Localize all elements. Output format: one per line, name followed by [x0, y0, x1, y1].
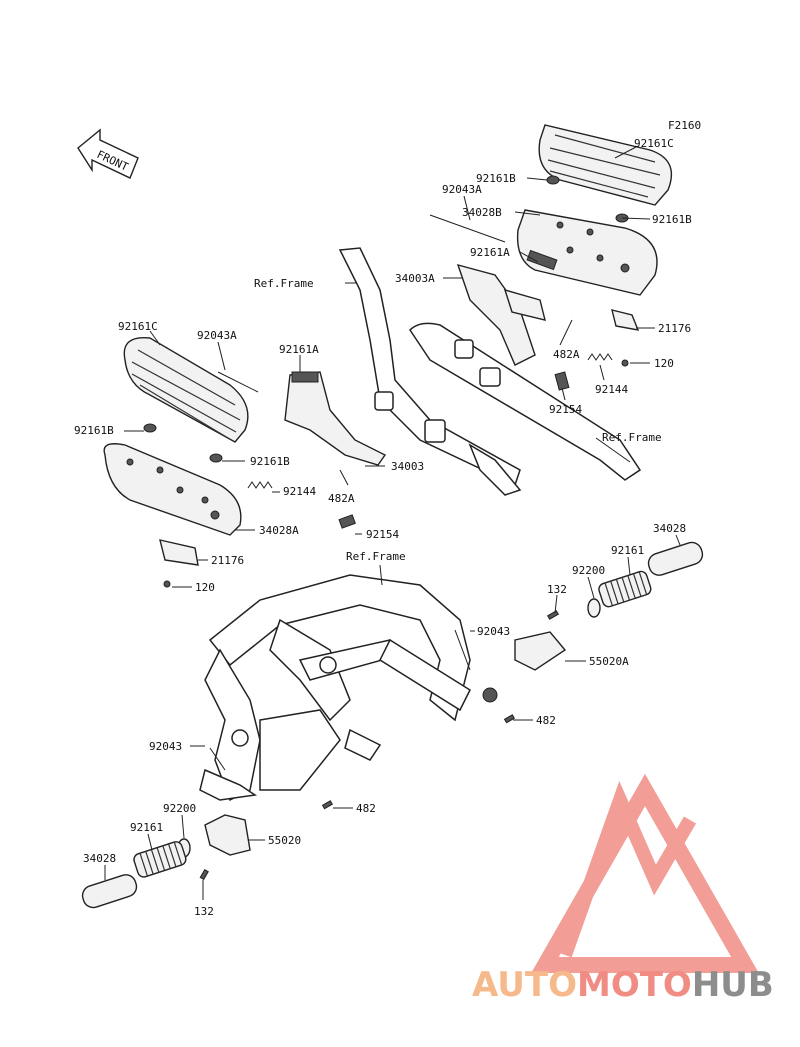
left-floorboard-assembly — [103, 330, 387, 588]
right-footpeg-pin — [647, 541, 704, 576]
label-92161B-left-2: 92161B — [250, 455, 290, 468]
label-482-right: 482 — [536, 714, 556, 727]
left-floorboard-plate — [103, 443, 242, 536]
label-120-right: 120 — [654, 357, 674, 370]
label-55020: 55020 — [268, 834, 301, 847]
label-92161C-left: 92161C — [118, 320, 158, 333]
label-92161-right: 92161 — [611, 544, 644, 557]
watermark-text: AUTOMOTOHUB — [472, 965, 774, 1005]
label-92043A-left: 92043A — [197, 329, 237, 342]
label-92043-right: 92043 — [477, 625, 510, 638]
figure-code: F2160 — [668, 119, 701, 132]
left-footpeg-assembly — [81, 745, 353, 909]
right-floorboard-assembly — [429, 124, 673, 401]
label-34028A: 34028A — [259, 524, 299, 537]
label-132-right: 132 — [547, 583, 567, 596]
label-92200-left: 92200 — [163, 802, 196, 815]
label-92161B-right-2: 92161B — [652, 213, 692, 226]
label-92200-right: 92200 — [572, 564, 605, 577]
label-ref-frame-1: Ref.Frame — [254, 277, 314, 290]
label-55020A: 55020A — [589, 655, 629, 668]
label-92154-left: 92154 — [366, 528, 399, 541]
label-92144-right: 92144 — [595, 383, 628, 396]
right-footpeg-bracket — [514, 631, 567, 671]
label-482A-left: 482A — [328, 492, 355, 505]
right-floorboard-bracket — [456, 263, 536, 366]
right-floorboard-plate — [516, 209, 658, 296]
label-34028B: 34028B — [462, 206, 502, 219]
label-34003A: 34003A — [395, 272, 435, 285]
lower-frame — [199, 564, 471, 802]
label-92144-left: 92144 — [283, 485, 316, 498]
label-92043A-right: 92043A — [442, 183, 482, 196]
label-92161C-right: 92161C — [634, 137, 674, 150]
label-92161B-right-1: 92161B — [476, 172, 516, 185]
watermark-logo — [531, 773, 759, 973]
right-footpeg-assembly — [454, 534, 704, 724]
label-482A-right: 482A — [553, 348, 580, 361]
label-34028-left: 34028 — [83, 852, 116, 865]
label-92154-right: 92154 — [549, 403, 582, 416]
part-labels: 92161C 92161B 92043A 34028B 92161B 92161… — [74, 137, 692, 918]
left-footpeg-bracket — [204, 814, 251, 856]
left-footpeg-pin — [81, 874, 138, 909]
label-120-left: 120 — [195, 581, 215, 594]
label-92043-left: 92043 — [149, 740, 182, 753]
label-482-left: 482 — [356, 802, 376, 815]
left-floorboard-rubber-pad — [123, 336, 249, 443]
label-34003: 34003 — [391, 460, 424, 473]
front-direction-arrow: FRONT — [77, 128, 139, 179]
label-132-left: 132 — [194, 905, 214, 918]
label-21176-right: 21176 — [658, 322, 691, 335]
label-92161B-left-1: 92161B — [74, 424, 114, 437]
label-92161A-left: 92161A — [279, 343, 319, 356]
label-92161A-right: 92161A — [470, 246, 510, 259]
label-ref-frame-3: Ref.Frame — [346, 550, 406, 563]
label-21176-left: 21176 — [211, 554, 244, 567]
label-ref-frame-2: Ref.Frame — [602, 431, 662, 444]
right-floorboard-rubber-pad — [538, 124, 673, 206]
left-floorboard-bracket — [284, 371, 387, 466]
label-92161-left: 92161 — [130, 821, 163, 834]
upper-frame — [338, 247, 642, 496]
label-34028-right: 34028 — [653, 522, 686, 535]
